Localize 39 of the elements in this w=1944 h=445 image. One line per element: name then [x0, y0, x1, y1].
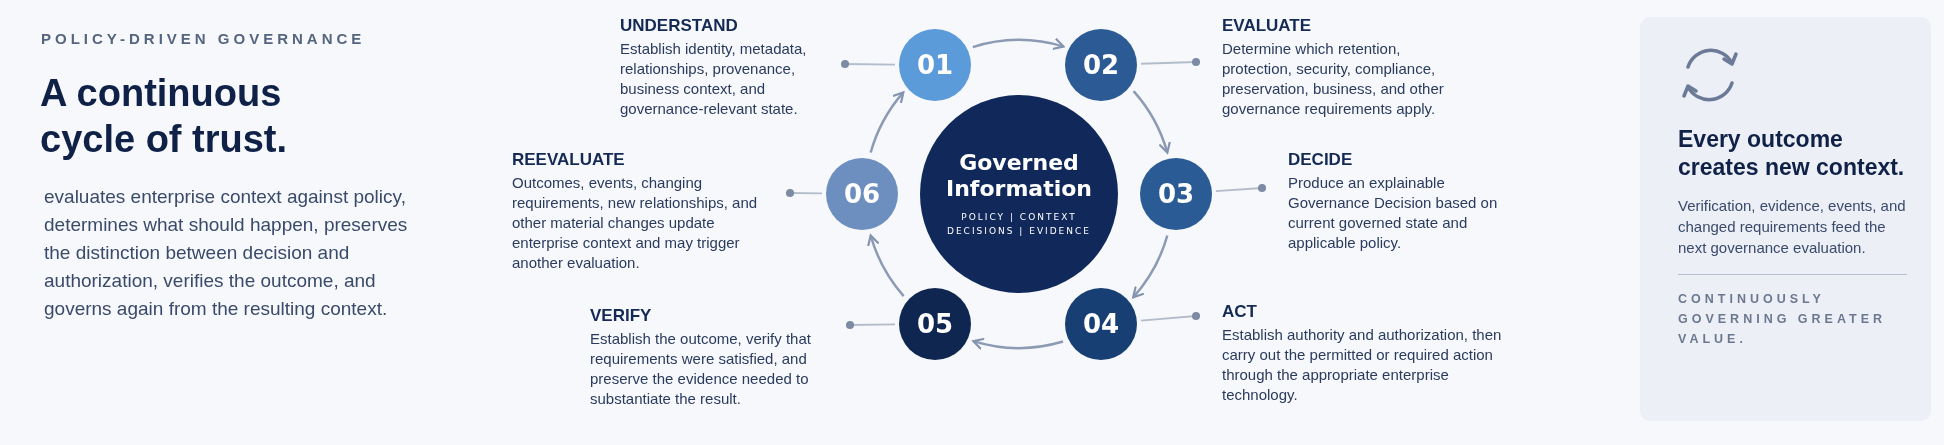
hub-title: Governed Information [945, 150, 1093, 202]
panel-heading: Every outcome creates new context. [1678, 125, 1906, 181]
hub-subtitle: POLICY | CONTEXT DECISIONS | EVIDENCE [946, 211, 1092, 238]
step-heading: VERIFY [590, 306, 652, 326]
cycle-arrow [972, 38, 1065, 51]
leader-line [1215, 183, 1267, 193]
step-heading: EVALUATE [1222, 16, 1312, 36]
leader-line [1139, 311, 1201, 322]
cycle-arrow [972, 337, 1064, 350]
step-number-circle: 03 [1140, 158, 1212, 230]
step-description: Establish identity, metadata, relationships, provenance, business context, and governance-relevant state. [620, 39, 808, 119]
step-description: Determine which retention, protection, security, compliance, preservation, business, and other governance requirements apply. [1222, 39, 1445, 119]
cycle-arrow [1132, 235, 1169, 299]
step-description: Establish the outcome, verify that requirements were satisfied, and preserve the evidence needed to substantiate the result. [590, 329, 812, 409]
step-number-circle: 06 [826, 158, 898, 230]
panel-description: Verification, evidence, events, and changed requirements feed the next governance evaluation. [1678, 195, 1907, 275]
intro-paragraph: evaluates enterprise context against policy, determines what should happen, preserves the distinction between decision and authorization, verifies the outcome, and governs again from the resulting context. [44, 185, 409, 321]
heading: A continuous cycle of trust. [40, 71, 289, 162]
leader-line [845, 320, 896, 330]
step-heading: REEVALUATE [512, 150, 625, 170]
step-number-circle: 02 [1065, 29, 1137, 101]
leader-line [1140, 57, 1201, 67]
panel-tagline: CONTINUOUSLY GOVERNING GREATER VALUE. [1678, 291, 1888, 348]
step-description: Outcomes, events, changing requirements, new relationships, and other material changes update enterprise context and may trigger another evaluation. [512, 173, 759, 273]
step-number-circle: 01 [899, 29, 971, 101]
step-description: Establish authority and authorization, then carry out the permitted or required action through the appropriate enterprise technology. [1222, 325, 1503, 405]
step-heading: DECIDE [1288, 150, 1353, 170]
step-number-circle: 05 [899, 288, 971, 360]
cycle-arrow [1132, 90, 1171, 154]
step-heading: ACT [1222, 302, 1257, 322]
leader-line [785, 188, 823, 198]
eyebrow-text: POLICY-DRIVEN GOVERNANCE [41, 30, 367, 47]
cycle-arrow [867, 234, 905, 297]
step-description: Produce an explainable Governance Decision based on current governed state and applicable policy. [1288, 173, 1499, 253]
step-number-circle: 04 [1065, 288, 1137, 360]
step-heading: UNDERSTAND [620, 16, 738, 36]
cycle-arrow [869, 91, 905, 153]
side-panel [1640, 17, 1931, 421]
leader-line [840, 59, 896, 69]
